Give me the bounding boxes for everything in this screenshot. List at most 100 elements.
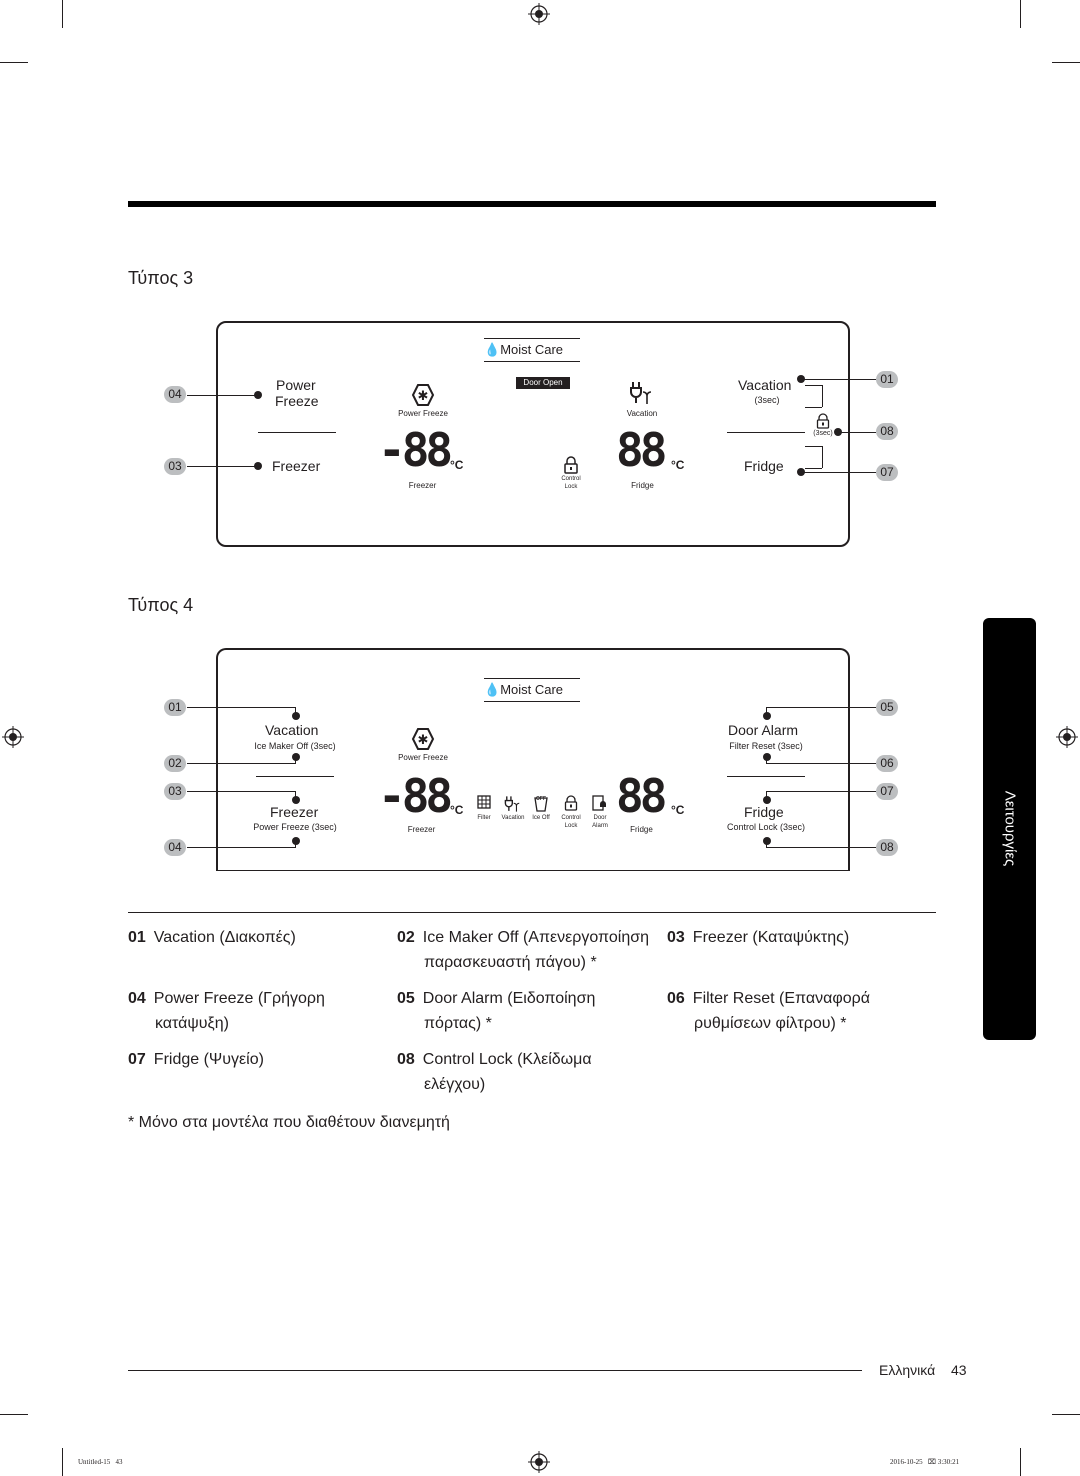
water-drop-icon: 💧 [484,682,501,697]
ice-off-icon [534,797,548,812]
registration-mark-icon [1056,726,1078,748]
callout-line [295,707,296,715]
callout-dot [292,837,300,845]
lock-label: Lock [564,484,578,490]
fridge-unit: °C [671,803,685,817]
callout-dot [292,753,300,761]
bracket [822,385,823,407]
power-freeze-icon-label: Power Freeze [398,753,448,762]
top-rule [128,201,936,207]
callout-line [766,707,767,715]
control-label: Control [561,815,581,821]
callout-line [187,791,296,792]
bracket [805,468,822,469]
vacation-hold-hint: (3sec) [754,395,780,405]
callout-badge: 05 [876,699,898,716]
callout-line [766,791,876,792]
door-open-indicator: Door Open [516,377,570,389]
alarm-label: Alarm [592,823,608,829]
bracket [805,407,822,408]
snowflake-icon: ✱ [411,384,435,406]
crop-mark [1052,62,1080,63]
callout-line [766,847,876,848]
callout-badge: 04 [164,386,186,403]
crop-mark [1020,1448,1021,1476]
callout-dot [254,462,262,470]
callout-badge: 07 [876,783,898,800]
legend-rule [128,912,936,913]
callout-line [187,395,257,396]
crop-mark [1052,1414,1080,1415]
water-drop-icon: 💧 [484,342,501,357]
lock-icon [564,456,578,474]
fridge-temperature-display: 88 [616,769,667,823]
print-mark-right: 2016-10-25 ⌧ 3:30:21 [890,1458,960,1466]
callout-badge: 02 [164,755,186,772]
callout-badge: 01 [164,699,186,716]
door-alarm-icon [592,795,606,811]
callout-badge: 03 [164,783,186,800]
callout-line [187,707,296,708]
vacation-label: Vacation [265,722,319,738]
lock-icon [564,795,578,811]
vacation-icon-label: Vacation [501,815,525,821]
callout-line [766,707,876,708]
ice-maker-off-hint: Ice Maker Off (3sec) [254,741,336,751]
fridge-label: Fridge [744,804,784,820]
callout-badge: 06 [876,755,898,772]
callout-line [766,791,767,799]
callout-dot [797,468,805,476]
registration-mark-icon [2,726,24,748]
callout-badge: 08 [876,423,898,440]
svg-text:✱: ✱ [418,389,429,404]
fridge-unit: °C [671,458,685,472]
callout-dot [763,796,771,804]
freezer-label: Freezer [270,804,319,820]
divider [727,776,805,777]
footer-rule [128,1370,862,1371]
ice-off-badge: OFF [536,796,546,802]
lock-icon [816,413,830,429]
section-side-tab-label: Λειτουργίες [1001,790,1019,867]
freezer-display-label: Freezer [408,481,437,490]
freezer-unit: °C [450,458,464,472]
bracket [805,385,822,386]
divider [256,776,334,777]
callout-line [800,379,876,380]
print-mark-left: Untitled-15 43 [78,1458,123,1466]
callout-dot [292,712,300,720]
divider [727,432,805,433]
type4-title: Τύπος 4 [128,595,194,615]
filter-reset-hint: Filter Reset (3sec) [729,741,803,751]
power-freeze-icon-label: Power Freeze [398,409,448,418]
type3-control-panel [216,321,850,547]
vacation-plug-icon [630,382,652,404]
moist-care-label: 💧Moist Care [484,338,580,362]
ice-off-label: Ice Off [532,815,550,821]
callout-line [187,847,296,848]
callout-dot [834,428,842,436]
door-alarm-label: Door Alarm [728,722,799,738]
vacation-plug-icon [504,796,520,812]
fridge-label: Fridge [744,458,784,474]
power-freeze-hint: Power Freeze (3sec) [253,822,337,832]
registration-mark-icon [528,3,550,25]
lock-label: Lock [564,823,578,829]
callout-badge: 07 [876,464,898,481]
callout-dot [292,796,300,804]
callout-badge: 03 [164,458,186,475]
callout-line [295,791,296,799]
registration-mark-icon [528,1451,550,1473]
power-label: Power [276,377,316,393]
crop-mark [62,0,63,28]
crop-mark [0,1414,28,1415]
type3-title: Τύπος 3 [128,268,194,288]
callout-dot [797,375,805,383]
moist-care-label: 💧Moist Care [484,678,580,702]
divider [258,432,336,433]
